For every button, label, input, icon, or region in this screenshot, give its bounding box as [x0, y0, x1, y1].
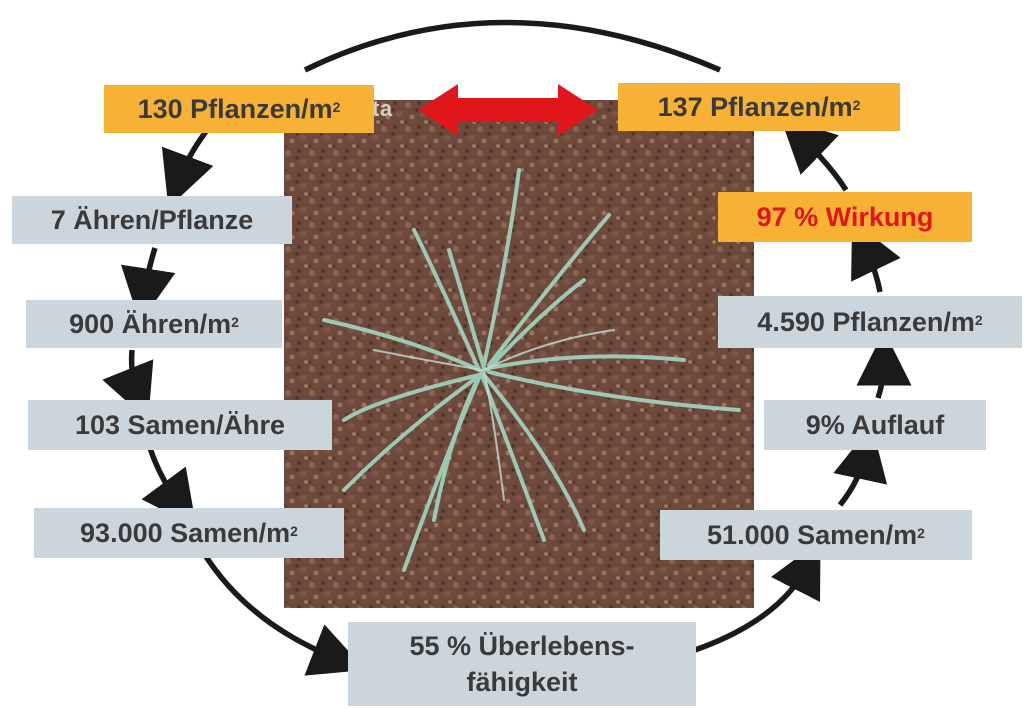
- arrow-left-2: [144, 248, 155, 296]
- box-103-samen-text: 103 Samen/Ähre: [75, 412, 285, 439]
- box-wirkung-text: 97 % Wirkung: [757, 204, 934, 231]
- box-4590-pflanzen: 4.590 Pflanzen/m2: [718, 296, 1022, 348]
- sup-900: 2: [231, 315, 239, 329]
- box-51000-samen-text: 51.000 Samen/m: [707, 522, 917, 549]
- sup-137: 2: [853, 98, 861, 112]
- sup-4590: 2: [975, 313, 983, 327]
- box-51000-samen: 51.000 Samen/m2: [660, 510, 972, 560]
- box-4590-pflanzen-text: 4.590 Pflanzen/m: [757, 309, 975, 336]
- box-ueberlebensfaehigkeit: 55 % Überlebens- fähigkeit: [348, 622, 696, 706]
- box-130-pflanzen: 130 Pflanzen/m2: [104, 85, 374, 133]
- arrow-left-4: [150, 448, 180, 505]
- arrow-left-3: [132, 350, 138, 395]
- box-auflauf-text: 9% Auflauf: [806, 412, 945, 439]
- arrow-right-2: [878, 358, 884, 398]
- sup-51000: 2: [917, 526, 925, 540]
- arrow-right-3: [864, 245, 880, 292]
- box-aehren-pflanze: 7 Ähren/Pflanze: [12, 196, 292, 244]
- box-ueberlebens-line1: 55 % Überlebens-: [409, 628, 634, 664]
- cycle-arc-top: [305, 23, 720, 71]
- sup-93000: 2: [290, 524, 298, 538]
- box-900-aehren-text: 900 Ähren/m: [69, 311, 231, 338]
- box-900-aehren: 900 Ähren/m2: [26, 300, 282, 348]
- box-93000-samen-text: 93.000 Samen/m: [80, 520, 290, 547]
- box-wirkung: 97 % Wirkung: [718, 192, 972, 242]
- box-137-pflanzen-text: 137 Pflanzen/m: [658, 94, 853, 121]
- box-130-pflanzen-text: 130 Pflanzen/m: [138, 96, 333, 123]
- arrow-bottom-right: [695, 565, 808, 650]
- box-aehren-pflanze-text: 7 Ähren/Pflanze: [51, 207, 254, 234]
- box-137-pflanzen: 137 Pflanzen/m2: [618, 83, 900, 131]
- box-auflauf: 9% Auflauf: [764, 400, 986, 450]
- arrow-right-1: [840, 452, 866, 505]
- arrow-bottom-left: [205, 555, 340, 660]
- box-93000-samen: 93.000 Samen/m2: [34, 508, 344, 558]
- arrow-right-4: [800, 136, 846, 190]
- sup-130: 2: [333, 100, 341, 114]
- red-double-arrow: [418, 84, 598, 136]
- box-ueberlebens-line2: fähigkeit: [466, 664, 577, 700]
- box-103-samen: 103 Samen/Ähre: [28, 400, 332, 450]
